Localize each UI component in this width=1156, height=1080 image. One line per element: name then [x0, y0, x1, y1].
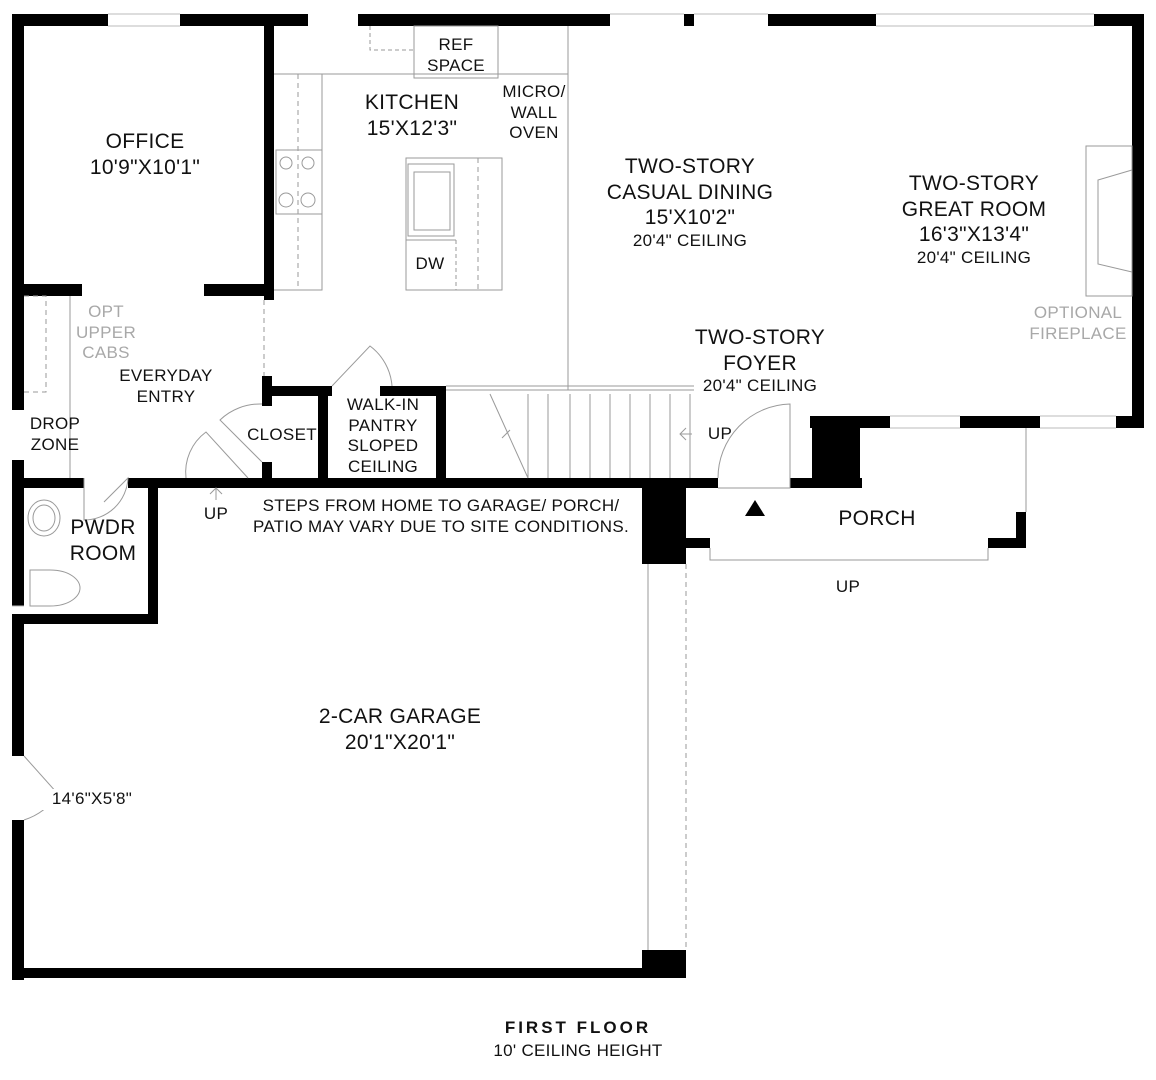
wall-garage-top-1	[148, 478, 718, 488]
up-foyer-label: UP	[707, 424, 733, 443]
wall-pwdr-top	[12, 478, 84, 488]
door-front	[717, 403, 791, 489]
casual-dining-ceiling: 20'4" CEILING	[632, 230, 748, 250]
wall-left-2	[12, 460, 24, 606]
wall-office-bottom-1	[12, 284, 82, 296]
wall-top-2	[180, 14, 308, 26]
kitchen-island	[405, 157, 503, 291]
wall-top-4	[684, 14, 694, 26]
wall-porch-right	[1016, 512, 1026, 548]
wall-gr-bottom-2	[960, 416, 1040, 428]
wall-porch-left	[686, 538, 710, 548]
sink	[407, 163, 455, 237]
wall-porch-right-2	[988, 538, 1026, 548]
floor-subtitle: 10' CEILING HEIGHT	[493, 1041, 663, 1060]
wall-right	[1132, 14, 1144, 428]
wall-top-6	[1094, 14, 1144, 26]
wall-pwdr-right	[148, 478, 158, 624]
wall-gr-bottom-3	[1116, 416, 1144, 428]
fireplace	[1085, 145, 1133, 297]
column-foyer	[812, 416, 860, 488]
door-garage-entry	[185, 431, 249, 479]
wall-office-bottom-2	[204, 284, 274, 296]
door-garage-side	[23, 755, 59, 821]
wall-pantry-left	[318, 386, 328, 486]
column-garage-bottom	[642, 950, 686, 978]
floor-title: FIRST FLOOR	[504, 1018, 652, 1037]
wall-left-4	[12, 820, 24, 980]
door-closet	[219, 403, 263, 463]
wall-garage-top-2	[790, 478, 862, 488]
wall-pwdr-top-2	[128, 478, 158, 488]
walls	[12, 14, 1144, 980]
wall-top-3	[358, 14, 610, 26]
porch-label: PORCH	[838, 507, 916, 530]
foyer-ceiling: 20'4" CEILING	[702, 376, 818, 396]
up-garage-label: UP	[203, 504, 229, 523]
great-room-ceiling: 20'4" CEILING	[916, 247, 1032, 267]
cooktop	[275, 149, 323, 215]
wall-pwdr-bottom	[12, 614, 158, 624]
fixtures	[23, 25, 1133, 950]
wall-pantry-top-2	[380, 386, 446, 396]
wall-office-right	[264, 24, 274, 300]
wall-closet-left-2	[262, 462, 272, 488]
windows	[12, 13, 1116, 607]
wall-left-3	[12, 616, 24, 756]
wall-left-1	[12, 14, 24, 410]
ref-space-box	[413, 25, 499, 79]
toilet	[29, 569, 81, 607]
dw-label: DW	[415, 254, 445, 273]
garage-door-size-label: 14'6"X5'8"	[34, 789, 150, 810]
door-pwdr	[83, 476, 129, 521]
wall-top-5	[768, 14, 876, 26]
pwdr-sink	[27, 499, 61, 537]
closet-label: CLOSET	[247, 425, 317, 444]
door-pantry	[331, 345, 393, 387]
column-garage-entry	[642, 478, 686, 564]
wall-pantry-top	[262, 386, 332, 396]
up-porch-label: UP	[835, 577, 861, 596]
steps-note: STEPS FROM HOME TO GARAGE/ PORCH/PATIO M…	[252, 496, 630, 536]
wall-pantry-right	[436, 386, 446, 486]
wall-garage-bottom	[12, 968, 686, 978]
entry-arrow-icon	[745, 500, 765, 516]
wall-top-1	[12, 14, 108, 26]
